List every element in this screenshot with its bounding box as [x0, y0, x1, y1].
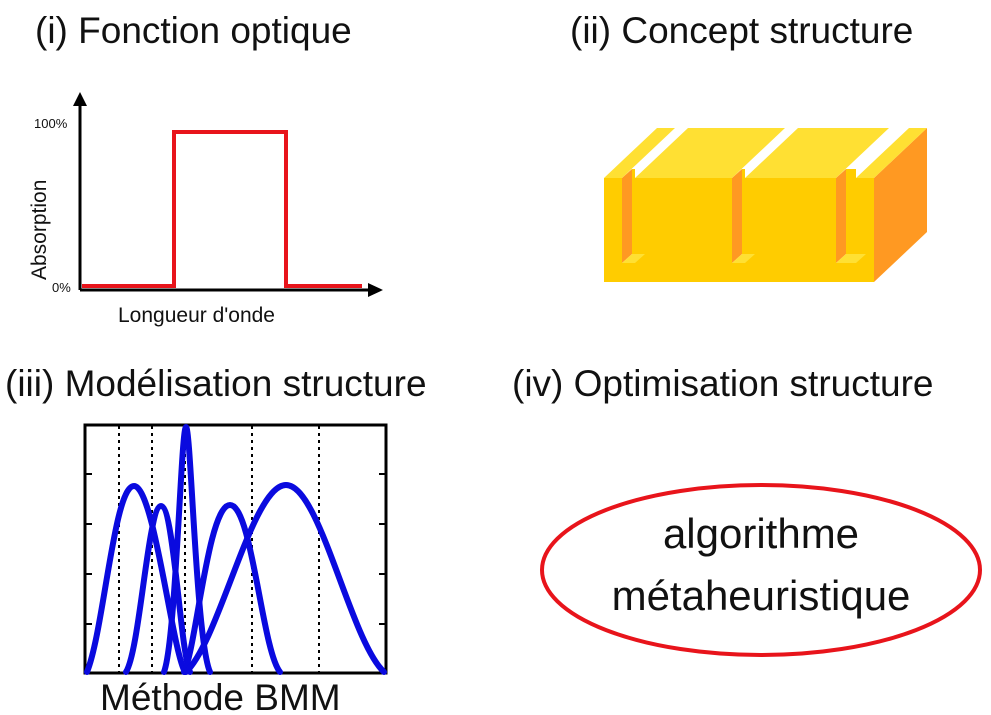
- structure-wall-front-2: [635, 178, 732, 263]
- structure-wall-front-4: [856, 178, 874, 263]
- mode-curves: [84, 423, 387, 675]
- structure-wall-top-4: [856, 128, 927, 178]
- y-tick-100: 100%: [34, 116, 68, 131]
- structure-wall-top-1: [604, 128, 675, 178]
- modeling-xlabel: Méthode BMM: [100, 677, 341, 715]
- groove-floor-1: [622, 254, 645, 263]
- groove-floor-3: [836, 254, 866, 263]
- oval-text-line2: métaheuristique: [612, 572, 911, 619]
- groove-inner-face-2: [732, 169, 742, 263]
- panel-optical-function: (i) Fonction optique 100% 0% Absorption …: [28, 10, 383, 327]
- panel-structure-concept: (ii) Concept structure: [570, 10, 927, 282]
- groove-back-3: [846, 169, 856, 254]
- y-axis-arrowhead: [73, 92, 87, 106]
- plot-frame: [83, 423, 388, 675]
- x-axis-label: Longueur d'onde: [118, 304, 275, 327]
- groove-back-1: [632, 169, 635, 254]
- groove-floor-2: [732, 254, 755, 263]
- y-axis-label: Absorption: [28, 180, 51, 280]
- absorption-curve: [82, 130, 362, 288]
- structure-side-face: [874, 128, 927, 282]
- panel-modeling-title: (iii) Modélisation structure: [5, 363, 427, 404]
- panel-structure-optimization: (iv) Optimisation structure algorithme m…: [512, 363, 982, 657]
- panel-optimization-title: (iv) Optimisation structure: [512, 363, 934, 404]
- structure-wall-front-1: [604, 178, 622, 263]
- x-axis-arrowhead: [368, 283, 383, 297]
- y-tick-0: 0%: [52, 280, 71, 295]
- structure-wall-top-2: [635, 128, 785, 178]
- structure-base-front: [604, 263, 874, 282]
- structure-wall-front-3: [745, 178, 836, 263]
- panel-optical-title: (i) Fonction optique: [35, 10, 352, 51]
- panel-structure-modeling: (iii) Modélisation structure Méthode BMM: [5, 363, 427, 715]
- groove-back-2: [742, 169, 745, 254]
- algorithm-oval: [540, 483, 982, 657]
- mode-curve-5: [183, 481, 387, 675]
- plot-ticks: [85, 473, 386, 625]
- oval-text-line1: algorithme: [663, 510, 859, 557]
- structure-wall-top-3: [745, 128, 889, 178]
- mode-curve-2: [123, 502, 193, 675]
- panel-concept-title: (ii) Concept structure: [570, 10, 913, 51]
- mode-curve-4: [181, 501, 283, 675]
- groove-inner-face-1: [622, 169, 632, 263]
- groove-inner-face-3: [836, 169, 846, 263]
